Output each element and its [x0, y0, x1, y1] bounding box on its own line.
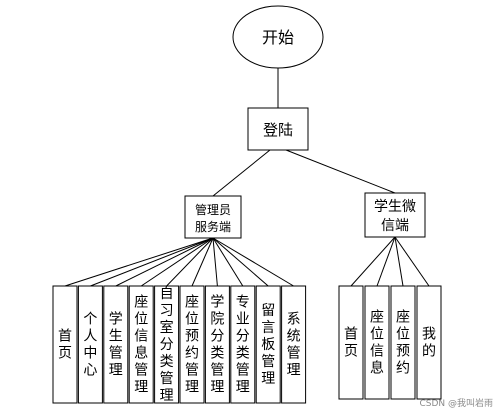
admin-module-edge-9 [212, 237, 294, 287]
admin-label-line1: 管理员 [195, 202, 231, 217]
admin-module-edge-3 [140, 237, 214, 287]
student-module-box-1: 座位信息 [364, 285, 390, 400]
watermark: CSDN @我叫岩雨 [419, 399, 493, 409]
admin-module-edge-0 [64, 237, 214, 287]
student-module-edge-1 [376, 236, 396, 287]
connector-lines [64, 68, 430, 287]
admin-module-box-9: 系统管理 [281, 285, 307, 404]
student-module-box-2: 座位预约 [390, 285, 416, 400]
student-module-label-3: 我的 [422, 327, 436, 360]
admin-module-label-5: 座位预约管理 [185, 295, 199, 396]
student-module-label-1: 座位信息 [370, 310, 384, 377]
admin-module-box-6: 学院分类管理 [204, 285, 230, 404]
admin-module-box-2: 学生管理 [103, 285, 129, 404]
admin-module-box-8: 留言板管理 [255, 285, 281, 404]
student-module-label-2: 座位预约 [396, 310, 410, 377]
admin-module-edge-6 [212, 237, 218, 287]
student-module-box-3: 我的 [416, 285, 442, 400]
admin-module-edge-5 [191, 237, 214, 287]
student-label-line1: 学生微 [374, 199, 416, 215]
admin-module-box-1: 个人中心 [77, 285, 103, 404]
admin-module-box-7: 专业分类管理 [230, 285, 256, 404]
admin-module-row: 首页个人中心学生管理座位信息管理自习室分类管理座位预约管理学院分类管理专业分类管… [52, 285, 307, 404]
student-module-box-0: 首页 [338, 285, 364, 400]
admin-module-label-9: 系统管理 [287, 312, 301, 379]
student-module-edge-3 [394, 236, 430, 287]
student-module-edge-0 [350, 236, 396, 287]
admin-module-label-0: 首页 [58, 329, 72, 362]
admin-node: 管理员 服务端 [184, 195, 242, 239]
student-module-label-0: 首页 [344, 327, 358, 360]
admin-module-label-1: 个人中心 [83, 312, 97, 379]
admin-module-edge-8 [212, 237, 269, 287]
admin-module-box-4: 自习室分类管理 [154, 285, 180, 404]
edge-login-student [285, 149, 396, 194]
admin-module-edge-7 [212, 237, 244, 287]
admin-module-label-7: 专业分类管理 [236, 295, 250, 396]
admin-module-label-6: 学院分类管理 [210, 295, 224, 396]
admin-module-label-2: 学生管理 [109, 312, 123, 379]
admin-module-label-8: 留言板管理 [261, 303, 275, 387]
admin-module-box-3: 座位信息管理 [128, 285, 154, 404]
admin-module-label-3: 座位信息管理 [134, 295, 148, 396]
admin-module-edge-4 [166, 237, 214, 287]
start-node: 开始 [232, 5, 324, 69]
student-label-line2: 信端 [381, 218, 409, 234]
student-node: 学生微 信端 [364, 192, 426, 238]
admin-module-edge-2 [115, 237, 214, 287]
student-module-edge-2 [394, 236, 404, 287]
edge-login-admin [212, 149, 271, 197]
admin-module-box-5: 座位预约管理 [179, 285, 205, 404]
admin-label-line2: 服务端 [195, 219, 231, 234]
login-label: 登陆 [263, 121, 293, 139]
admin-module-edge-1 [90, 237, 214, 287]
admin-module-label-4: 自习室分类管理 [160, 286, 174, 404]
login-node: 登陆 [247, 107, 309, 151]
admin-module-box-0: 首页 [52, 285, 78, 404]
start-label: 开始 [262, 28, 294, 47]
